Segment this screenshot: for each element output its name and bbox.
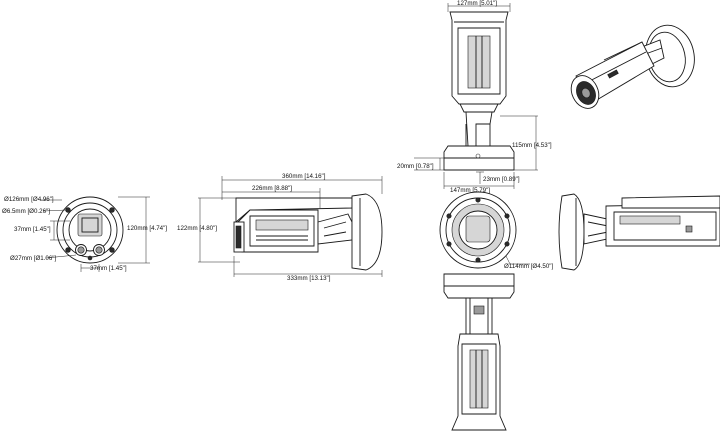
dim-front-126-label: Ø126mm [Ø4.96"] — [4, 196, 54, 203]
dim-plate-23-label: 23mm [0.89"] — [483, 176, 520, 183]
dim-plate-20-label: 20mm [0.78"] — [397, 163, 434, 170]
dim-side-333-label: 333mm [13.13"] — [287, 275, 331, 282]
dim-side-226-label: 226mm [8.88"] — [252, 185, 292, 192]
dim-front-6-5-label: Ø6.5mm [Ø0.26"] — [2, 208, 50, 215]
right-side-view — [558, 193, 720, 271]
mount-face-view: Ø114mm [Ø4.50"] — [439, 191, 553, 270]
dim-front-120-label: 120mm [4.74"] — [127, 225, 167, 232]
isometric-view — [570, 24, 695, 109]
dim-base-width-label: 147mm [5.79"] — [450, 187, 490, 194]
dim-top-width-label: 127mm [5.01"] — [457, 0, 497, 7]
dim-mount-114-label: Ø114mm [Ø4.50"] — [504, 263, 553, 270]
front-view: Ø126mm [Ø4.96"] Ø6.5mm [Ø0.26"] 37mm [1.… — [2, 196, 167, 272]
dim-side-360-label: 360mm [14.16"] — [282, 173, 326, 180]
bottom-view — [443, 273, 515, 431]
dim-bracket-height-label: 115mm [4.53"] — [512, 142, 552, 149]
top-view: 127mm [5.01"] 115mm [4.53"] 20mm [0.78"]… — [397, 0, 552, 194]
side-view: 360mm [14.16"] 226mm [8.88"] 122mm [4.80… — [177, 173, 383, 282]
dim-front-27-label: Ø27mm [Ø1.06"] — [10, 255, 56, 262]
dim-front-37-vertical-label: 37mm [1.45"] — [14, 226, 51, 233]
dim-front-37-horizontal-label: 37mm [1.45"] — [90, 265, 127, 272]
dim-side-122-label: 122mm [4.80"] — [177, 225, 217, 232]
